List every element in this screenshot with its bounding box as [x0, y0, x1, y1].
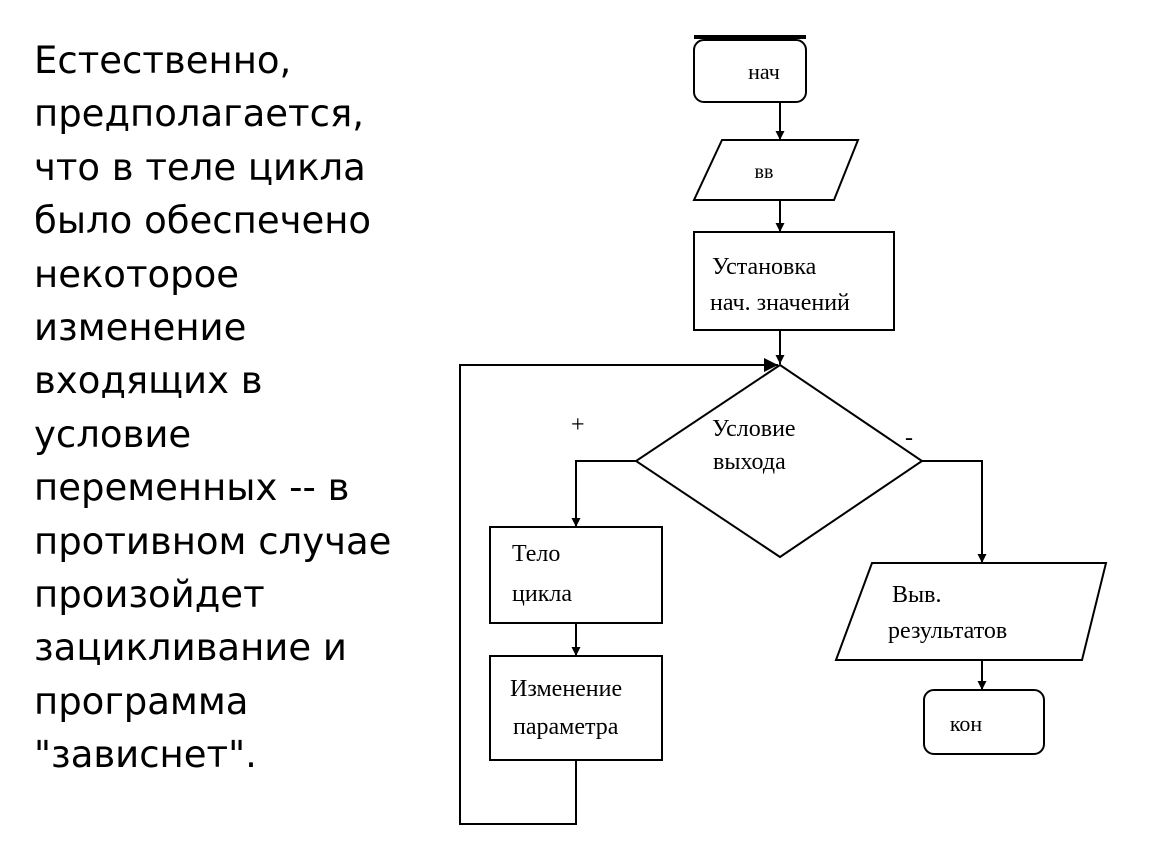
false-branch-label: - — [905, 425, 913, 451]
arrow-condition-output — [922, 460, 987, 563]
output-parallelogram — [834, 562, 1108, 661]
init-label-line1: Установка — [712, 254, 817, 280]
text-line: зацикливание и — [34, 626, 347, 670]
input-label: вв — [755, 161, 774, 183]
param-change-box — [489, 655, 663, 761]
text-line: "зависнет". — [34, 733, 257, 777]
body-label-line1: Тело — [512, 541, 560, 567]
text-line: Естественно, — [34, 39, 292, 82]
text-line: предполагается, — [34, 92, 364, 136]
text-line: входящих в — [34, 359, 263, 403]
loop-body-box — [489, 526, 663, 624]
end-label: кон — [950, 711, 983, 736]
text-line: условие — [34, 412, 192, 456]
text-line: произойдет — [34, 573, 265, 617]
body-label-line2: цикла — [512, 581, 572, 607]
output-label-line2: результатов — [888, 618, 1007, 644]
output-label-line1: Выв. — [892, 582, 941, 608]
init-box — [693, 231, 895, 331]
change-label-line1: Изменение — [510, 676, 622, 702]
text-line: было обеспечено — [34, 199, 372, 243]
change-label-line2: параметра — [513, 714, 619, 740]
condition-diamond — [634, 363, 924, 559]
input-parallelogram — [692, 139, 860, 201]
condition-label-line2: выхода — [713, 449, 786, 475]
arrow-condition-body — [571, 460, 636, 527]
text-line: противном случае — [34, 519, 392, 563]
init-label-line2: нач. значений — [710, 290, 850, 316]
condition-label-line1: Условие — [712, 416, 796, 442]
explanation-text: Естественно, предполагается, что в теле … — [34, 34, 414, 782]
text-line: программа — [34, 679, 249, 723]
text-line: изменение — [34, 306, 247, 350]
text-line: некоторое — [34, 252, 240, 296]
end-terminal — [923, 689, 1045, 755]
loop-back-arrow — [459, 358, 778, 825]
start-terminal — [693, 39, 807, 103]
start-label: нач — [748, 59, 780, 84]
text-line: переменных -- в — [34, 466, 350, 510]
text-line: что в теле цикла — [34, 145, 366, 189]
true-branch-label: + — [571, 412, 585, 438]
